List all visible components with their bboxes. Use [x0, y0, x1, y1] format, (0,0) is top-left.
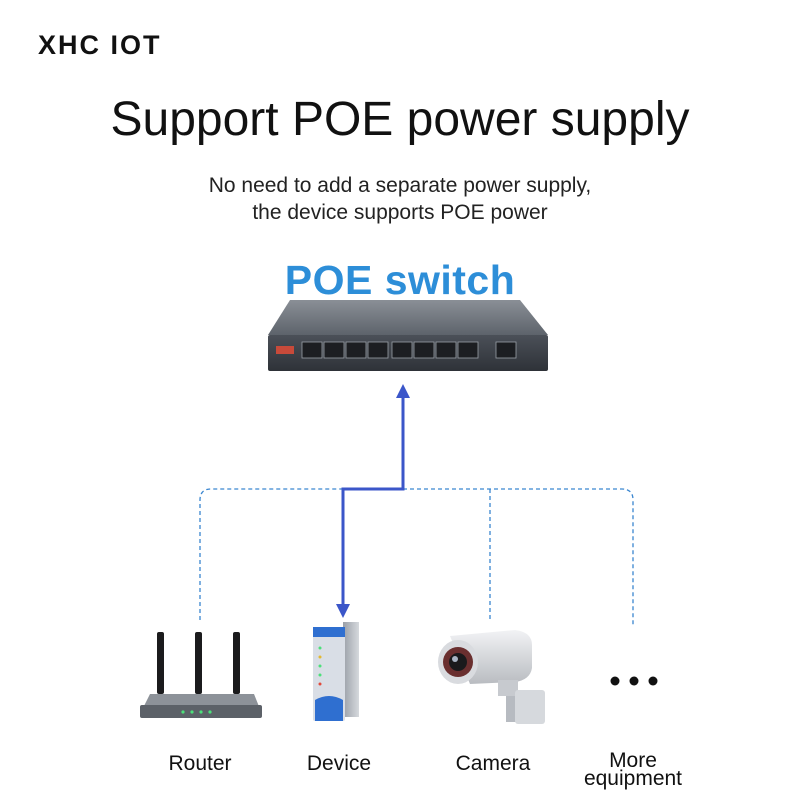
- subtitle-line-2: the device supports POE power: [252, 201, 548, 224]
- label-router: Router: [168, 752, 232, 775]
- brand-logo: XHC IOT: [38, 30, 162, 60]
- switch-badge: [276, 346, 294, 354]
- label-device: Device: [306, 752, 372, 775]
- arrow-up-icon: [396, 384, 410, 398]
- dashed-connections: [199, 488, 634, 625]
- active-connection: [336, 384, 410, 618]
- arrow-down-icon: [336, 604, 350, 618]
- label-more-equipment: More equipment: [563, 749, 703, 790]
- label-more-line-2: equipment: [583, 767, 683, 790]
- page-title: Support POE power supply: [110, 93, 690, 146]
- more-icon: [610, 676, 658, 686]
- camera-icon: [438, 630, 545, 724]
- router-icon: [140, 632, 262, 718]
- poe-switch: [268, 300, 548, 371]
- device-icon: [313, 622, 359, 721]
- subtitle-line-1: No need to add a separate power supply,: [208, 174, 592, 197]
- label-more-line-1: More: [609, 749, 657, 772]
- poe-switch-label: POE switch: [284, 257, 516, 303]
- subtitle: No need to add a separate power supply, …: [0, 172, 800, 226]
- label-camera: Camera: [455, 752, 531, 775]
- switch-ports: [301, 341, 517, 359]
